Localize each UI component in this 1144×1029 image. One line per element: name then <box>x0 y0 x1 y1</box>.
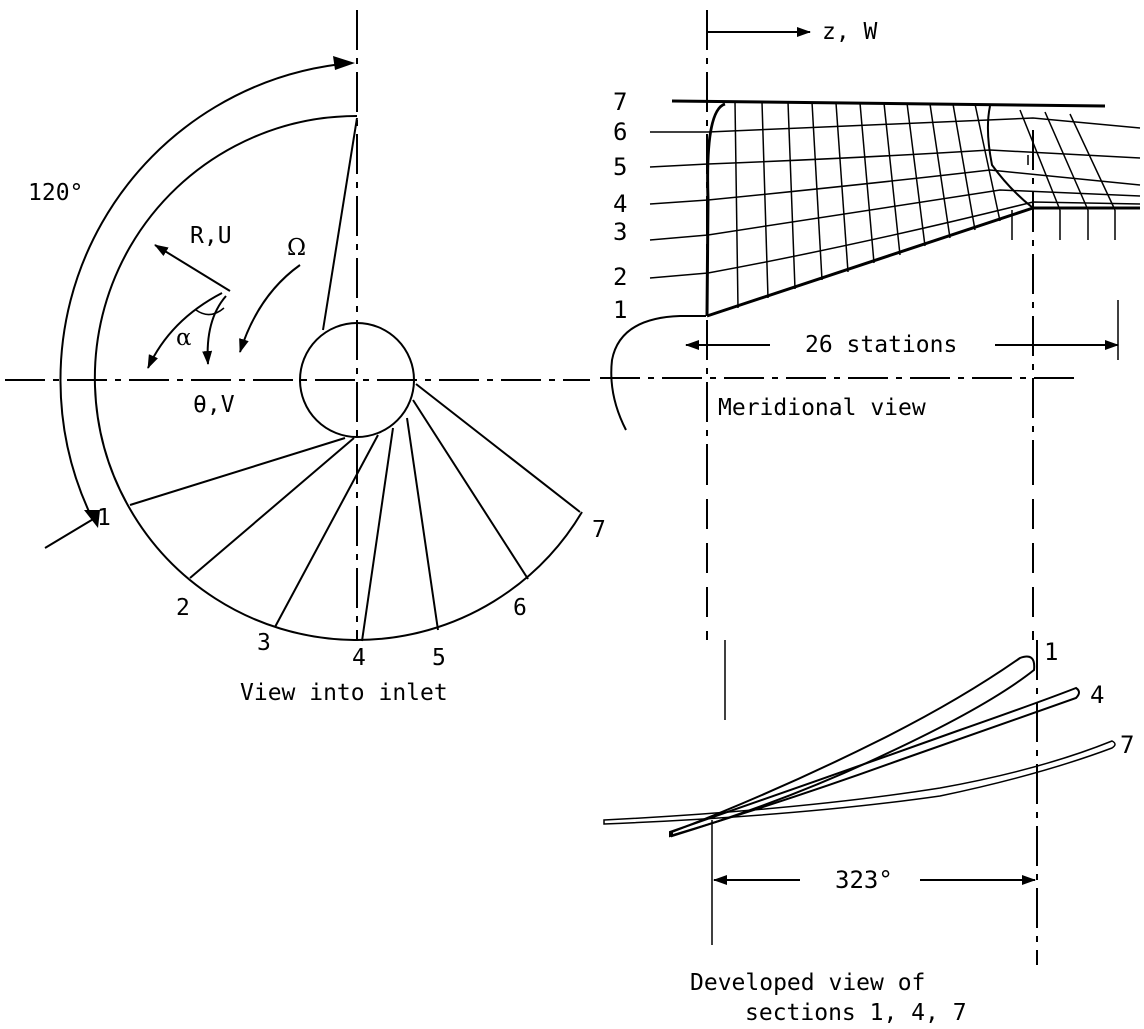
meridional-view-caption: Meridional view <box>718 395 926 421</box>
station-line <box>883 102 901 256</box>
inlet-section-number-2: 2 <box>176 595 190 621</box>
angle-arc-top-arrowhead <box>333 56 355 70</box>
shroud-line <box>671 99 1106 108</box>
theta-velocity-label: θ,V <box>193 392 235 418</box>
section-line-7 <box>415 383 581 513</box>
station-line <box>974 103 1001 222</box>
section-1-airfoil <box>671 655 1036 838</box>
streamline-6 <box>650 117 1141 133</box>
developed-view: 1 4 7 323° Developed view of sections 1,… <box>603 638 1134 1026</box>
blade-trailing-edge <box>986 105 1034 209</box>
station-line <box>952 103 976 231</box>
inlet-section-number-7: 7 <box>592 517 606 543</box>
station-number-4: 4 <box>613 190 627 218</box>
inlet-section-number-5: 5 <box>432 645 446 671</box>
station-line <box>1044 111 1089 211</box>
section-line-1 <box>129 437 346 506</box>
hub-circle <box>299 322 415 438</box>
developed-view-caption-line-1: Developed view of <box>690 970 925 996</box>
stations-label: 26 stations <box>805 332 957 358</box>
inlet-section-number-3: 3 <box>257 630 271 656</box>
section-line-4 <box>361 427 394 642</box>
section-1-extension-line <box>44 517 96 549</box>
developed-section-label-1: 1 <box>1044 638 1058 666</box>
inlet-section-number-6: 6 <box>513 595 527 621</box>
alpha-arc-arrow <box>147 292 223 369</box>
station-number-2: 2 <box>613 263 627 291</box>
angle-120-label: 120° <box>28 180 83 206</box>
station-number-3: 3 <box>613 218 627 246</box>
station-line <box>787 101 796 290</box>
rotation-arrow <box>239 264 301 353</box>
station-line <box>835 102 849 273</box>
alpha-angle-indicator <box>195 307 225 316</box>
angle-323-label: 323° <box>835 866 893 894</box>
station-line <box>859 102 875 264</box>
station-line <box>811 101 823 281</box>
station-number-6: 6 <box>613 118 627 146</box>
radial-velocity-label: R,U <box>190 223 232 249</box>
inlet-section-number-1: 1 <box>97 505 111 531</box>
streamline-3 <box>649 189 1141 241</box>
section-4-airfoil <box>669 686 1080 838</box>
z-axis-label: z, W <box>822 19 878 45</box>
station-line <box>929 103 951 239</box>
theta-direction-arrow <box>202 295 227 365</box>
section-7-airfoil <box>603 740 1116 825</box>
station-number-7: 7 <box>613 88 627 116</box>
radial-velocity-arrow <box>154 244 231 292</box>
hub-nose-curve <box>610 315 706 431</box>
station-number-5: 5 <box>613 153 627 181</box>
section-line-5 <box>406 417 439 631</box>
section-line-2 <box>189 437 355 579</box>
alpha-label: α <box>176 325 192 351</box>
tip-circle <box>93 115 583 641</box>
streamline-4 <box>649 169 1141 205</box>
developed-section-label-7: 7 <box>1120 731 1134 759</box>
inlet-view-caption: View into inlet <box>240 680 448 706</box>
meridional-view: z, W <box>600 10 1141 640</box>
station-grid <box>734 101 1116 309</box>
blade-leading-edge-line <box>322 117 358 331</box>
inlet-view: 120° R,U Ω α θ,V 1 2 3 4 5 6 7 View into… <box>5 10 606 706</box>
hub-line <box>706 206 1034 318</box>
section-line-6 <box>412 399 529 580</box>
station-line <box>734 101 739 309</box>
blade-leading-edge <box>705 102 726 317</box>
station-number-1: 1 <box>613 296 627 324</box>
station-line <box>1069 113 1116 211</box>
angle-120-arc <box>59 62 353 521</box>
streamline-5 <box>649 149 1141 168</box>
inlet-section-number-4: 4 <box>352 645 366 671</box>
developed-view-caption-line-2: sections 1, 4, 7 <box>745 1000 967 1026</box>
section-line-3 <box>274 434 379 628</box>
station-line <box>1019 109 1061 211</box>
rotation-label: Ω <box>287 235 306 261</box>
station-line <box>761 101 769 299</box>
station-line <box>906 102 926 247</box>
developed-section-label-4: 4 <box>1090 681 1104 709</box>
